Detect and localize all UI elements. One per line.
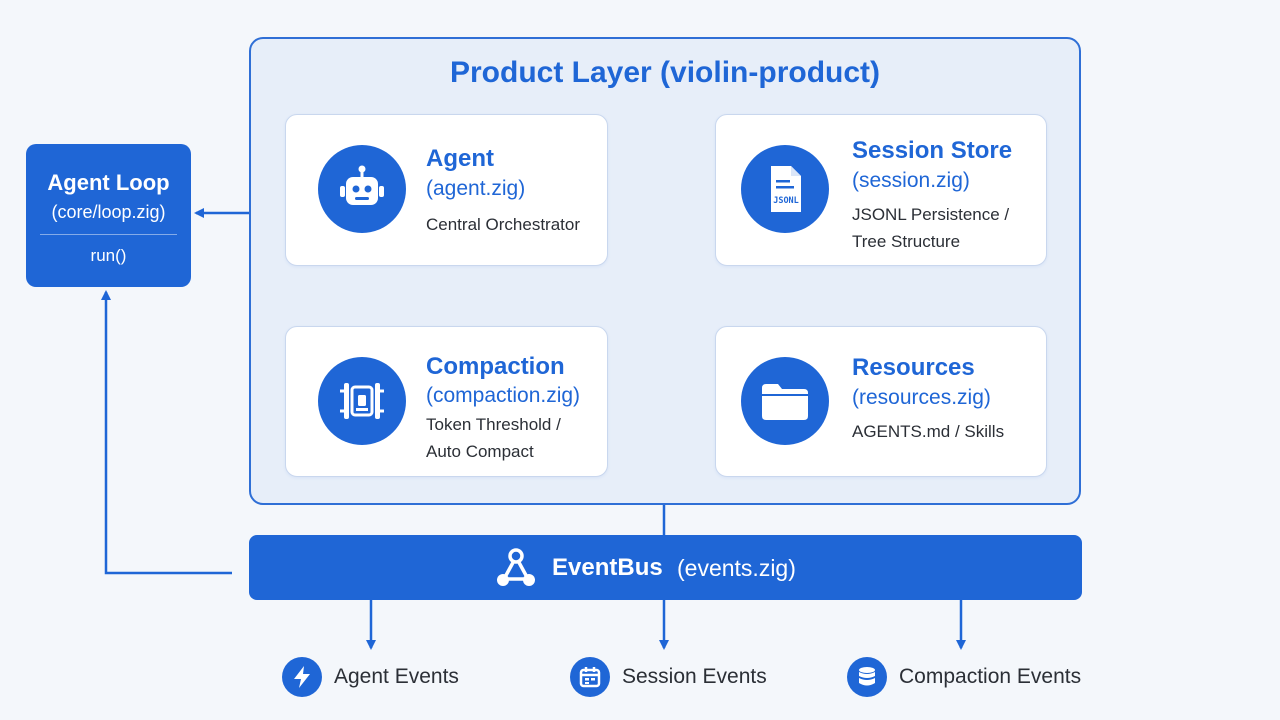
calendar-icon	[570, 657, 610, 697]
resources-desc: AGENTS.md / Skills	[852, 418, 1004, 445]
compaction-card[interactable]: Compaction (compaction.zig) Token Thresh…	[285, 326, 608, 477]
robot-icon	[318, 145, 406, 233]
compaction-name: Compaction	[426, 353, 565, 380]
agent-loop-function: run()	[90, 246, 127, 265]
compaction-desc: Token Threshold / Auto Compact	[426, 411, 561, 465]
resources-file: (resources.zig)	[852, 386, 991, 409]
agent-loop-file: (core/loop.zig)	[51, 202, 166, 222]
lightning-icon	[282, 657, 322, 697]
json-icon-label: JSONL	[773, 196, 799, 206]
session-store-name: Session Store	[852, 137, 1013, 164]
resources-name: Resources	[852, 354, 975, 381]
agent-file: (agent.zig)	[426, 177, 526, 200]
resources-desc-line: AGENTS.md / Skills	[852, 422, 1005, 441]
agent-loop-title: Agent Loop	[47, 170, 170, 195]
compress-icon	[318, 357, 406, 445]
session-store-file: (session.zig)	[852, 169, 970, 192]
session-store-desc-line: Tree Structure	[852, 232, 961, 251]
session-store-card[interactable]: JSONL Session Store (session.zig) JSONL …	[715, 114, 1047, 266]
agent-events-label: Agent Events	[334, 665, 459, 688]
compaction-events-label: Compaction Events	[899, 665, 1082, 688]
resources-card[interactable]: Resources (resources.zig) AGENTS.md / Sk…	[715, 326, 1047, 477]
eventbus-bar[interactable]: EventBus (events.zig)	[249, 535, 1082, 600]
compaction-events-item[interactable]: Compaction Events	[847, 657, 1081, 697]
share-nodes-icon	[497, 548, 535, 586]
eventbus-file: (events.zig)	[677, 555, 796, 581]
compaction-desc-line: Token Threshold /	[426, 415, 561, 434]
agent-loop-divider	[40, 234, 177, 235]
agent-desc: Central Orchestrator	[426, 211, 580, 238]
agent-card[interactable]: Agent (agent.zig) Central Orchestrator	[285, 114, 608, 266]
agent-name: Agent	[426, 145, 494, 172]
agent-loop-box[interactable]: Agent Loop (core/loop.zig) run()	[26, 144, 191, 287]
agent-desc-line: Central Orchestrator	[426, 215, 580, 234]
folder-icon	[741, 357, 829, 445]
agent-events-item[interactable]: Agent Events	[282, 657, 459, 697]
session-events-item[interactable]: Session Events	[570, 657, 767, 697]
eventbus-name: EventBus	[552, 554, 663, 581]
database-icon	[847, 657, 887, 697]
compaction-file: (compaction.zig)	[426, 384, 581, 407]
json-document-icon: JSONL	[741, 145, 829, 233]
session-store-desc: JSONL Persistence / Tree Structure	[852, 201, 1009, 255]
session-store-desc-line: JSONL Persistence /	[852, 205, 1010, 224]
product-layer-title: Product Layer (violin-product)	[449, 56, 881, 89]
session-events-label: Session Events	[622, 665, 767, 688]
compaction-desc-line: Auto Compact	[426, 442, 534, 461]
bus-to-loop-arrow	[101, 290, 232, 575]
